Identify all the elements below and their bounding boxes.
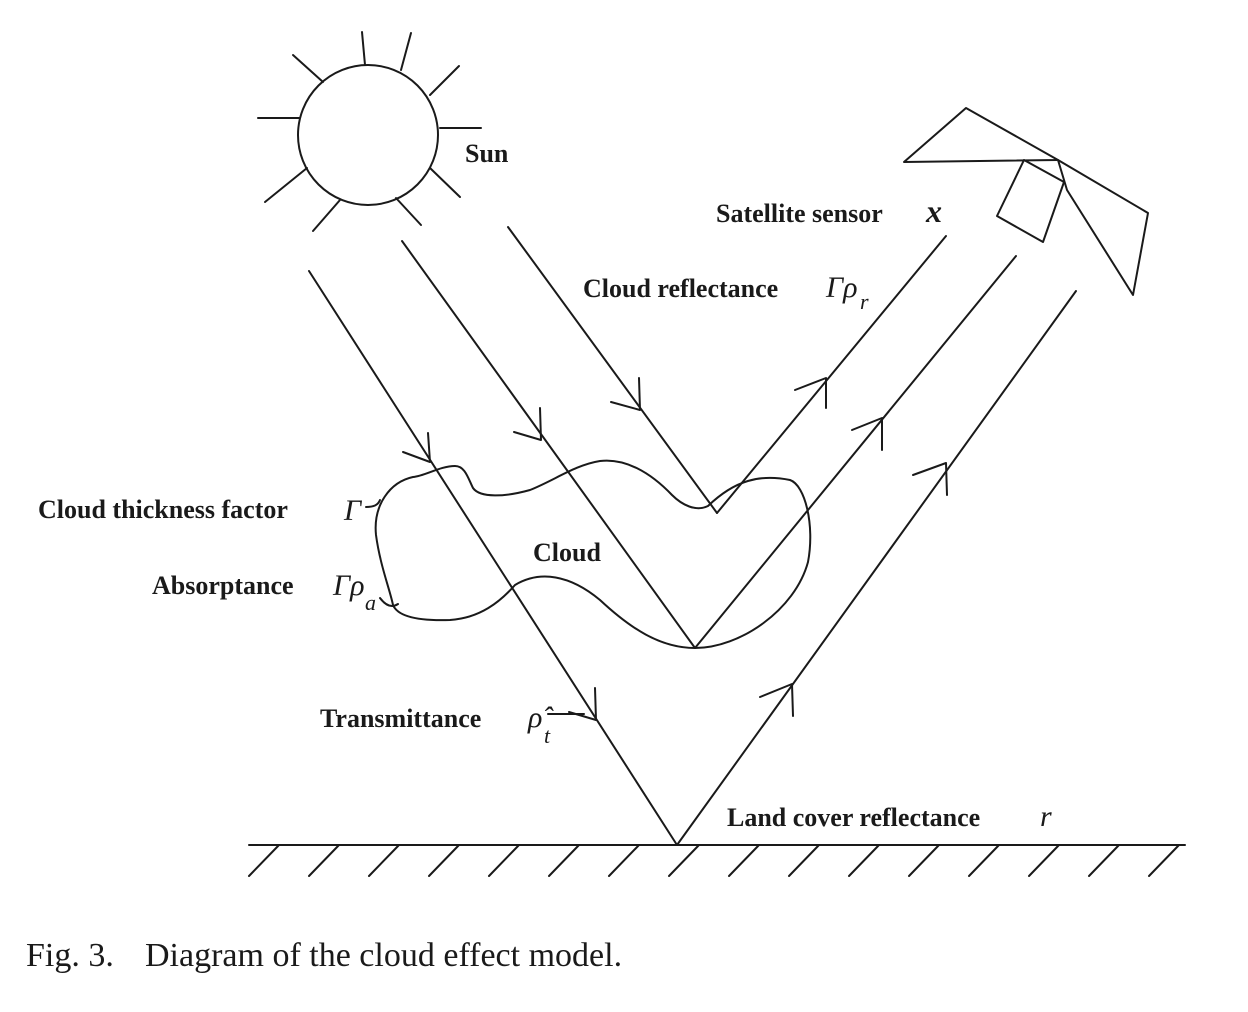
sun-label: Sun: [465, 139, 509, 168]
ray-land-reflectance: [676, 290, 1077, 846]
land-cover-reflectance-label: Land cover reflectance: [727, 803, 980, 832]
figure-caption: Diagram of the cloud effect model.: [145, 937, 622, 974]
ray-cloud-reflectance: [507, 226, 947, 514]
ground-surface: [248, 844, 1186, 877]
transmittance-label: Transmittance: [320, 704, 481, 733]
cloud-shape: [374, 459, 812, 649]
cloud-thickness-label: Cloud thickness factor: [38, 495, 288, 524]
absorptance-subscript: a: [365, 590, 376, 615]
absorptance-symbol: Γρ: [332, 569, 364, 602]
cloud-reflectance-subscript: r: [860, 289, 869, 314]
figure-number: Fig. 3.: [26, 937, 114, 974]
sun-icon: [257, 31, 482, 232]
land-cover-reflectance-symbol: r: [1040, 800, 1052, 833]
absorptance-label: Absorptance: [152, 571, 294, 600]
ray-absorptance: [401, 240, 1017, 649]
cloud-reflectance-label: Cloud reflectance: [583, 274, 778, 303]
transmittance-subscript: t: [544, 723, 551, 748]
satellite-icon: [903, 107, 1149, 296]
satellite-sensor-label: Satellite sensor: [716, 199, 883, 228]
cloud-reflectance-symbol: Γρ: [825, 271, 857, 304]
cloud-thickness-symbol: Γ: [343, 494, 363, 527]
ray-transmittance: [308, 270, 678, 846]
satellite-sensor-symbol: x: [925, 193, 942, 229]
cloud-label: Cloud: [533, 538, 601, 567]
transmittance-symbol: ρ̂: [527, 701, 554, 734]
leader-absorptance: [379, 597, 399, 607]
leader-cloud-thickness: [365, 499, 381, 508]
